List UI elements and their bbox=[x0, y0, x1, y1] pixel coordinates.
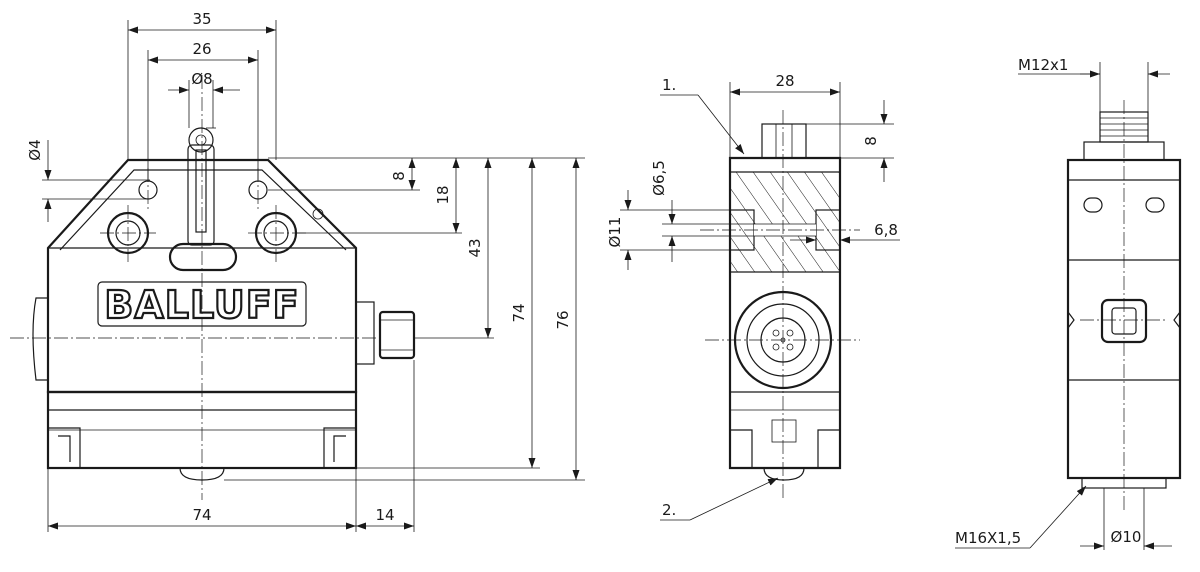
callout-2: 2. bbox=[662, 501, 676, 519]
dim-74-horizontal: 74 bbox=[192, 506, 211, 524]
connector-pins bbox=[772, 329, 794, 351]
front-side-button bbox=[32, 297, 48, 381]
brand-logo: BALLUFF bbox=[104, 283, 299, 327]
dim-18: 18 bbox=[434, 185, 452, 204]
dim-8: 8 bbox=[390, 171, 408, 181]
dim-43: 43 bbox=[466, 238, 484, 257]
front-connector bbox=[355, 301, 416, 365]
rear-view: M12x1 M16X1,5 Ø10 bbox=[955, 56, 1182, 550]
dim-d8: Ø8 bbox=[191, 70, 212, 88]
dim-d6-5: Ø6,5 bbox=[650, 160, 668, 196]
dim-d4: Ø4 bbox=[26, 139, 44, 160]
dim-side-8: 8 bbox=[862, 136, 880, 146]
front-roller bbox=[188, 127, 214, 153]
dim-m12x1: M12x1 bbox=[1018, 56, 1068, 74]
dim-35: 35 bbox=[192, 10, 211, 28]
dim-d10: Ø10 bbox=[1111, 528, 1142, 546]
dim-28: 28 bbox=[775, 72, 794, 90]
side-bottom-plunger bbox=[763, 467, 805, 481]
dim-14: 14 bbox=[375, 506, 394, 524]
front-slot bbox=[168, 242, 238, 272]
dim-d11: Ø11 bbox=[606, 217, 624, 248]
dim-74-vertical: 74 bbox=[510, 303, 528, 322]
dim-76: 76 bbox=[554, 310, 572, 329]
side-body-outline bbox=[728, 156, 842, 470]
side-view: 28 8 Ø6,5 Ø11 6,8 1. 2. bbox=[606, 72, 900, 521]
dim-m16x1-5: M16X1,5 bbox=[955, 529, 1021, 547]
front-view: BALLUFF bbox=[10, 10, 585, 532]
callout-1: 1. bbox=[662, 76, 676, 94]
side-actuator bbox=[761, 123, 807, 159]
side-section-hatch bbox=[729, 171, 841, 273]
dim-6-8: 6,8 bbox=[874, 221, 898, 239]
dim-26: 26 bbox=[192, 40, 211, 58]
